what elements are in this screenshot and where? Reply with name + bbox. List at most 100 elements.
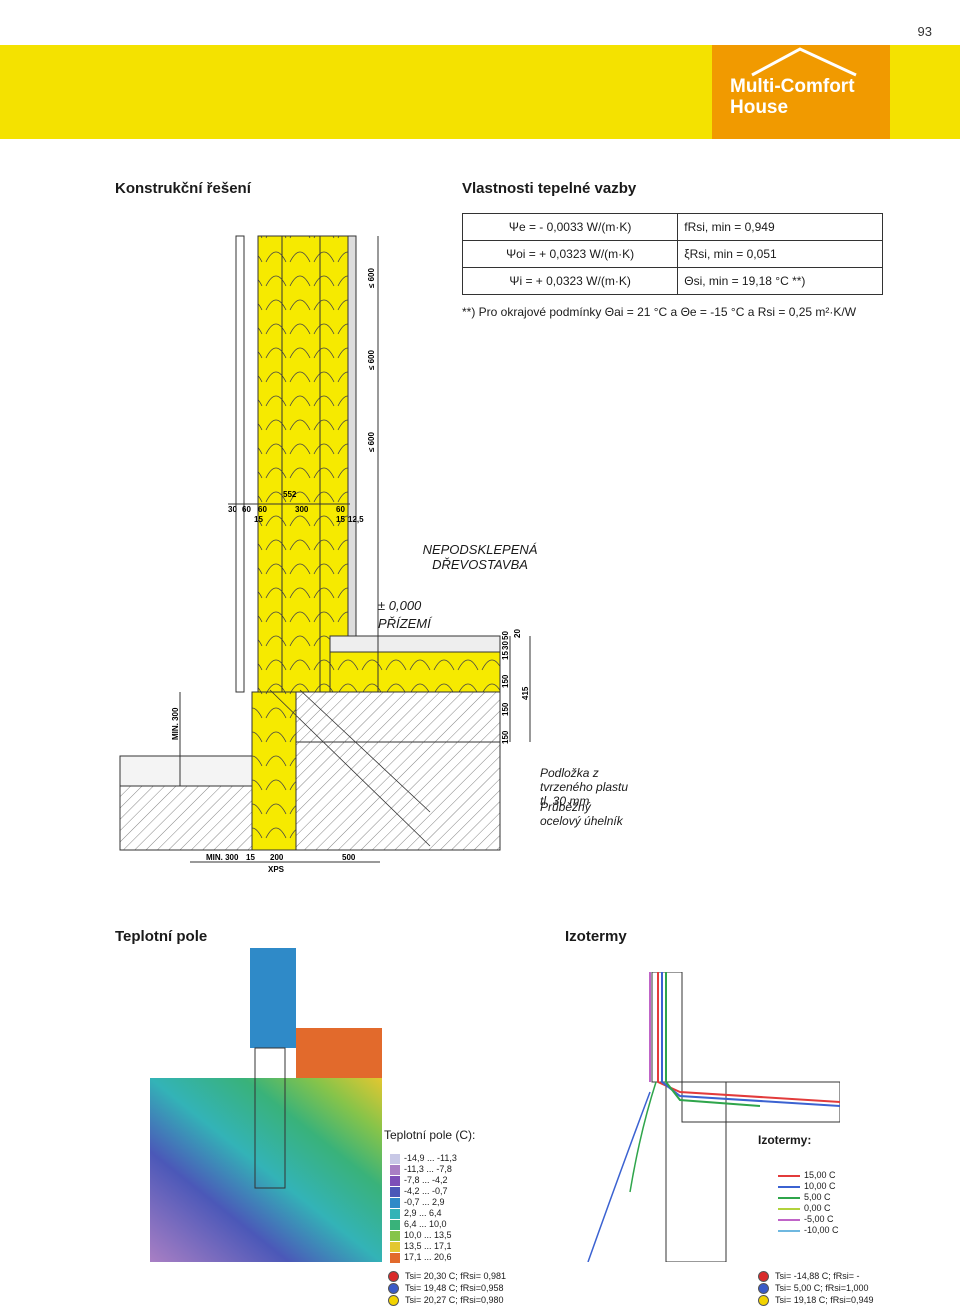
dimension-text: 12,5 [348, 515, 364, 524]
iso-points: Tsi= -14,88 C; fRsi= - Tsi= 5,00 C; fRsi=… [758, 1270, 874, 1306]
point-text: Tsi= 5,00 C; fRsi=1,000 [775, 1283, 869, 1294]
legend-label: 10,0 ... 13,5 [404, 1230, 452, 1240]
gravel-layer [119, 755, 253, 787]
legend-swatch [778, 1218, 800, 1221]
legend-item: 0,00 C [778, 1203, 839, 1214]
point-marker-icon [758, 1295, 769, 1306]
dimension-text: 60 [336, 505, 345, 514]
point-text: Tsi= 19,48 C; fRsi=0,958 [405, 1283, 504, 1294]
dimension-text: 15 [246, 853, 255, 862]
legend-label: -14,9 ... -11,3 [404, 1153, 457, 1163]
point-marker-icon [758, 1283, 769, 1295]
legend-item: 10,0 ... 13,5 [390, 1230, 457, 1241]
heading-construction: Konstrukční řešení [115, 180, 251, 197]
boundary-note: **) Pro okrajové podmínky Θai = 21 °C a … [462, 305, 857, 319]
isotherms-image [587, 972, 840, 1262]
field-legend-title: Teplotní pole (C): [384, 1128, 476, 1142]
legend-swatch [390, 1164, 400, 1175]
legend-item: 5,00 C [778, 1192, 839, 1203]
dimension-text: 150 [501, 674, 510, 688]
point-text: Tsi= 20,27 C; fRsi=0,980 [405, 1295, 504, 1306]
brand-name: Multi-Comfort House [730, 76, 855, 118]
leader-line [299, 689, 431, 813]
brand-line-1: Multi-Comfort [730, 76, 855, 97]
legend-swatch [390, 1186, 400, 1197]
frsi-min: fRsi, min = 0,949 [677, 213, 883, 241]
floor-slab [289, 691, 501, 743]
legend-swatch [778, 1185, 800, 1188]
dimension-text: XPS [268, 865, 285, 874]
wall-board [347, 235, 357, 693]
legend-item: 6,4 ... 10,0 [390, 1219, 457, 1230]
dimension-text: ≤ 600 [367, 349, 376, 370]
brand-line-2: House [730, 97, 789, 118]
wall-insulation [257, 235, 349, 693]
dimension-text: 150 [501, 702, 510, 716]
legend-item: -14,9 ... -11,3 [390, 1153, 457, 1164]
legend-swatch [390, 1252, 400, 1263]
legend-swatch [390, 1153, 400, 1164]
table-row: Ψe = - 0,0033 W/(m·K)fRsi, min = 0,949 [461, 213, 883, 241]
legend-swatch [390, 1175, 400, 1186]
ground [119, 785, 253, 851]
legend-item: -7,8 ... -4,2 [390, 1175, 457, 1186]
dimension-text: 60 [242, 505, 251, 514]
legend-swatch [390, 1219, 400, 1230]
table-row: Ψi = + 0,0323 W/(m·K)Θsi, min = 19,18 °C… [461, 267, 883, 295]
dimension-text: 200 [270, 853, 284, 862]
legend-label: -0,7 ... 2,9 [404, 1197, 445, 1207]
point-item: Tsi= 20,30 C; fRsi= 0,981 [388, 1270, 507, 1283]
foundation [295, 741, 501, 851]
legend-swatch [390, 1197, 400, 1208]
legend-item: -10,00 C [778, 1225, 839, 1236]
floor-insulation [329, 651, 501, 693]
point-text: Tsi= 20,30 C; fRsi= 0,981 [405, 1271, 507, 1281]
legend-item: -4,2 ... -0,7 [390, 1186, 457, 1197]
point-item: Tsi= 20,27 C; fRsi=0,980 [388, 1294, 506, 1306]
thermal-properties-table: Ψe = - 0,0033 W/(m·K)fRsi, min = 0,949 Ψ… [461, 213, 883, 295]
house-roof-icon [751, 47, 857, 77]
legend-item: -5,00 C [778, 1214, 839, 1225]
floor-screed [329, 635, 501, 653]
dimension-text: 15 [336, 515, 345, 524]
brand-logo [712, 45, 890, 139]
point-text: Tsi= 19,18 C; fRsi=0,949 [775, 1295, 874, 1306]
dimension-text: 15 [501, 651, 510, 660]
legend-item: -11,3 ... -7,8 [390, 1164, 457, 1175]
psi-oi: Ψoi = + 0,0323 W/(m·K) [461, 240, 679, 268]
dimension-text: ≤ 600 [367, 267, 376, 288]
theta-si-min: Θsi, min = 19,18 °C **) [677, 267, 883, 295]
point-item: Tsi= 19,18 C; fRsi=0,949 [758, 1294, 874, 1306]
level-label: ± 0,000 [378, 598, 422, 613]
dimension-text: MIN. 300 [171, 707, 180, 740]
legend-swatch [390, 1230, 400, 1241]
dimension-text: ≤ 600 [367, 431, 376, 452]
xps-insulation [251, 691, 297, 851]
point-marker-icon [388, 1283, 399, 1295]
legend-item: 2,9 ... 6,4 [390, 1208, 457, 1219]
legend-label: -7,8 ... -4,2 [404, 1175, 448, 1185]
table-row: Ψoi = + 0,0323 W/(m·K)ξRsi, min = 0,051 [461, 240, 883, 268]
point-marker-icon [388, 1271, 399, 1283]
heading-temperature-field: Teplotní pole [115, 928, 208, 945]
legend-item: -0,7 ... 2,9 [390, 1197, 457, 1208]
legend-swatch [778, 1207, 800, 1210]
wall-cladding [235, 235, 245, 693]
building-type-label: NEPODSKLEPENÁ DŘEVOSTAVBA [422, 542, 538, 572]
legend-label: -10,00 C [804, 1225, 839, 1235]
dimension-text: 20 [513, 629, 522, 638]
legend-label: 0,00 C [804, 1203, 831, 1213]
leader-line [269, 689, 431, 847]
point-text: Tsi= -14,88 C; fRsi= - [775, 1271, 860, 1281]
legend-swatch [778, 1196, 800, 1199]
legend-label: 2,9 ... 6,4 [404, 1208, 442, 1218]
legend-item: 17,1 ... 20,6 [390, 1252, 457, 1263]
legend-item: 10,00 C [778, 1181, 839, 1192]
legend-label: 5,00 C [804, 1192, 831, 1202]
dimension-text: 30 [228, 505, 237, 514]
dimension-text: 60 [258, 505, 267, 514]
heading-thermal-properties: Vlastnosti tepelné vazby [462, 180, 637, 197]
dimension-text: 30 [501, 641, 510, 650]
legend-label: -11,3 ... -7,8 [404, 1164, 452, 1174]
